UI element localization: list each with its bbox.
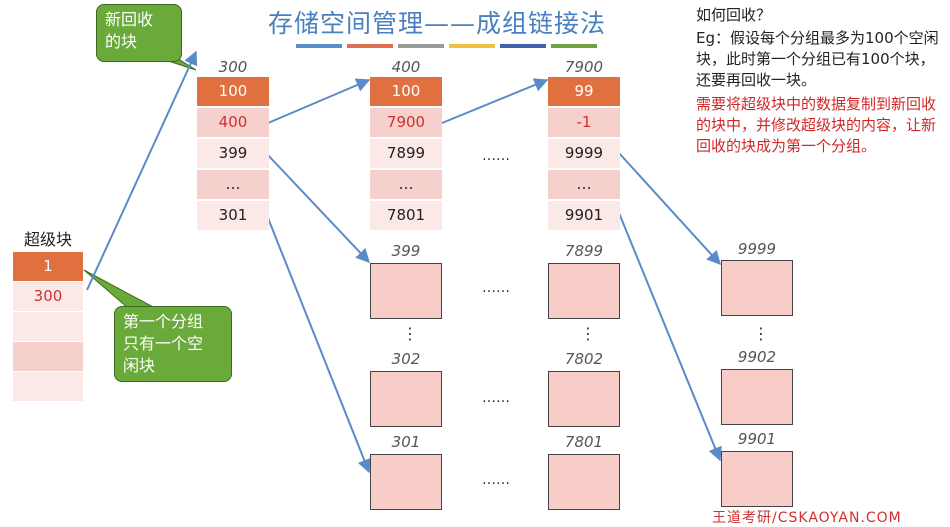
group-7900-cell: 9999	[548, 139, 620, 168]
block-label: 7899	[564, 242, 604, 260]
title-stripe-3	[398, 44, 444, 48]
super-block-cell-next: 300	[13, 282, 83, 311]
ellipsis: ……	[482, 148, 510, 164]
super-block-cell-count: 1	[13, 252, 83, 281]
free-block	[370, 371, 442, 427]
group-400-cell: 7801	[370, 201, 442, 230]
block-label: 9902	[737, 348, 777, 366]
vertical-ellipsis: ⋮	[580, 324, 596, 343]
group-400-label: 400	[391, 58, 421, 76]
arrow-301-to-block	[265, 212, 371, 474]
free-block	[370, 263, 442, 319]
vertical-ellipsis: ⋮	[402, 324, 418, 343]
group-300-cell: …	[197, 170, 269, 199]
title-stripe-6	[551, 44, 597, 48]
super-block-cell-empty	[13, 372, 83, 401]
arrow-super-to-300	[86, 50, 198, 291]
callout-first-group: 第一个分组 只有一个空 闲块	[114, 306, 232, 382]
title-stripe-2	[347, 44, 393, 48]
answer-text: 需要将超级块中的数据复制到新回收的块中，并修改超级块的内容，让新回收的块成为第一…	[696, 95, 937, 155]
group-7900-cell: …	[548, 170, 620, 199]
question-text: 如何回收？	[696, 6, 772, 24]
group-400-cell: …	[370, 170, 442, 199]
group-400-cell-next: 7900	[370, 108, 442, 137]
callout-bottom-pointer	[83, 269, 156, 309]
vertical-ellipsis: ⋮	[753, 324, 769, 343]
free-block	[548, 371, 620, 427]
ellipsis: ……	[482, 280, 510, 296]
free-block	[721, 260, 793, 316]
title-stripe-5	[500, 44, 546, 48]
arrow-399-to-block	[265, 152, 370, 264]
free-block	[548, 263, 620, 319]
arrow-400-to-7900	[441, 78, 549, 124]
group-300-cell: 301	[197, 201, 269, 230]
group-400-cell-count: 100	[370, 77, 442, 106]
arrow-9901-to-block	[618, 212, 722, 462]
group-7900-label: 7900	[564, 58, 604, 76]
free-block	[721, 451, 793, 507]
group-300-label: 300	[218, 58, 248, 76]
free-block	[721, 369, 793, 425]
free-block	[370, 454, 442, 510]
group-7900-cell: 9901	[548, 201, 620, 230]
page-title: 存储空间管理——成组链接法	[268, 9, 607, 38]
ellipsis: ……	[482, 390, 510, 406]
title-stripe-4	[449, 44, 495, 48]
group-300-cell-next: 400	[197, 108, 269, 137]
group-300-cell: 399	[197, 139, 269, 168]
block-label: 7801	[564, 433, 604, 451]
footer-watermark: 王道考研/CSKAOYAN.COM	[712, 510, 902, 526]
group-400-cell: 7899	[370, 139, 442, 168]
title-stripe-1	[296, 44, 342, 48]
block-label: 9901	[737, 430, 777, 448]
block-label: 302	[391, 350, 421, 368]
group-7900-cell-count: 99	[548, 77, 620, 106]
block-label: 399	[391, 242, 421, 260]
free-block	[548, 454, 620, 510]
super-block-cell-empty	[13, 342, 83, 371]
arrow-300-to-400	[267, 78, 371, 124]
block-label: 7802	[564, 350, 604, 368]
callout-new-block: 新回收 的块	[96, 4, 182, 62]
super-block-cell-empty	[13, 312, 83, 341]
example-text: Eg：假设每个分组最多为100个空闲块，此时第一个分组已有100个块，还要再回收…	[696, 29, 939, 89]
super-block-label: 超级块	[24, 230, 73, 249]
block-label: 9999	[737, 240, 777, 258]
group-300-cell-count: 100	[197, 77, 269, 106]
arrow-9999-to-block	[618, 152, 721, 266]
ellipsis: ……	[482, 472, 510, 488]
block-label: 301	[391, 433, 421, 451]
group-7900-cell-next: -1	[548, 108, 620, 137]
